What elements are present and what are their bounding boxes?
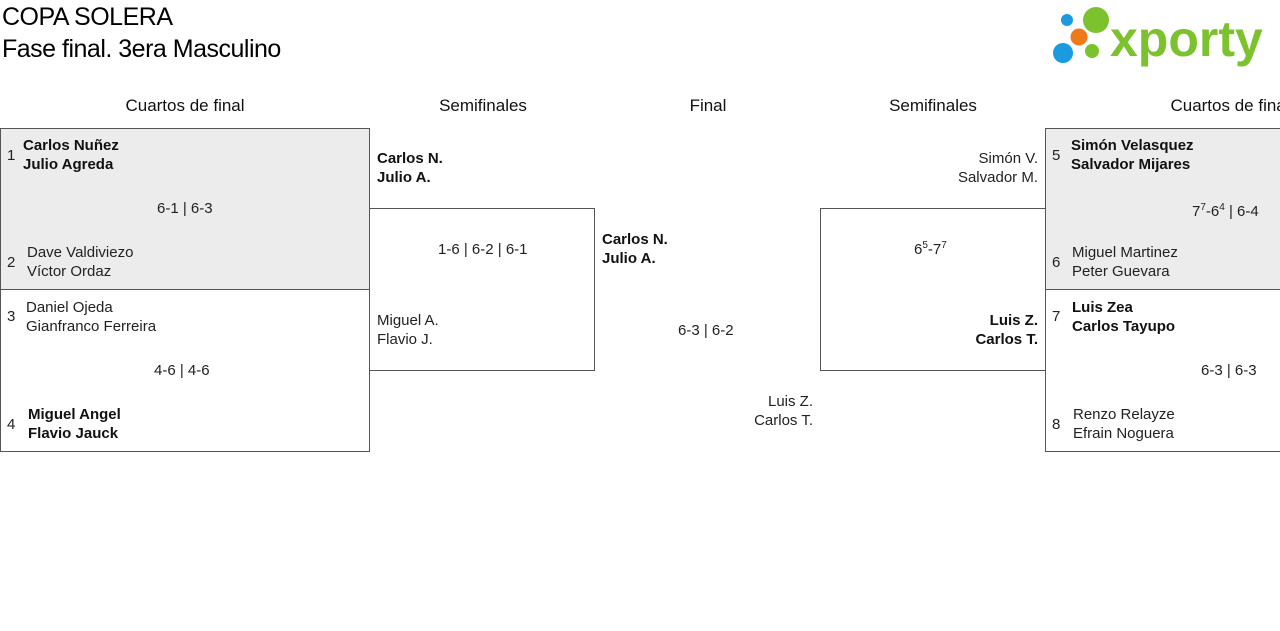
player-name: Carlos T. bbox=[754, 412, 813, 429]
player-name: Efrain Noguera bbox=[1073, 425, 1174, 442]
player-name: Miguel A. bbox=[377, 312, 439, 329]
player-name: Salvador Mijares bbox=[1071, 156, 1191, 173]
player-name: Peter Guevara bbox=[1072, 263, 1170, 280]
player-name: Miguel Martinez bbox=[1072, 244, 1178, 261]
player-name: Carlos T. bbox=[975, 331, 1038, 348]
round-heading-sf-right: Semifinales bbox=[889, 96, 977, 115]
player-name: Luis Z. bbox=[767, 393, 813, 410]
match-score: 6-3 | 6-3 bbox=[1201, 362, 1257, 379]
player-name: Salvador M. bbox=[957, 169, 1038, 186]
player-name: Julio A. bbox=[602, 250, 656, 267]
round-heading-qf-left: Cuartos de final bbox=[125, 96, 245, 115]
player-name: Miguel Angel bbox=[28, 406, 121, 423]
seed-number: 3 bbox=[7, 308, 16, 325]
match-score: 77-64 | 6-4 bbox=[1192, 202, 1259, 220]
player-name: Simón V. bbox=[978, 150, 1038, 167]
tournament-subtitle: Fase final. 3era Masculino bbox=[2, 35, 281, 63]
player-name: Daniel Ojeda bbox=[26, 299, 113, 316]
player-name: Simón Velasquez bbox=[1071, 137, 1194, 154]
player-name: Renzo Relayze bbox=[1073, 406, 1175, 423]
match-score: 6-1 | 6-3 bbox=[157, 200, 213, 217]
qf-match-1[interactable] bbox=[0, 128, 370, 290]
seed-number: 5 bbox=[1052, 147, 1061, 164]
seed-number: 2 bbox=[7, 254, 16, 271]
qf-match-4[interactable] bbox=[1045, 289, 1280, 452]
player-name: Víctor Ordaz bbox=[27, 263, 112, 280]
seed-number: 1 bbox=[7, 147, 16, 164]
final-score: 6-3 | 6-2 bbox=[678, 322, 734, 339]
round-heading-final: Final bbox=[689, 96, 727, 115]
player-name: Luis Z. bbox=[989, 312, 1038, 329]
seed-number: 7 bbox=[1052, 308, 1061, 325]
player-name: Carlos Tayupo bbox=[1072, 318, 1176, 335]
match-score: 1-6 | 6-2 | 6-1 bbox=[438, 241, 528, 258]
match-score: 65-77 bbox=[914, 240, 947, 258]
player-name: Dave Valdiviezo bbox=[27, 244, 134, 261]
round-heading-sf-left: Semifinales bbox=[439, 96, 527, 115]
sf-match-left[interactable] bbox=[369, 208, 595, 371]
player-name: Gianfranco Ferreira bbox=[26, 318, 157, 335]
svg-text:xporty: xporty bbox=[1110, 11, 1263, 67]
round-heading-qf-right: Cuartos de final bbox=[1170, 96, 1280, 115]
seed-number: 6 bbox=[1052, 254, 1061, 271]
seed-number: 4 bbox=[7, 416, 16, 433]
player-name: Luis Zea bbox=[1072, 299, 1133, 316]
player-name: Flavio J. bbox=[377, 331, 433, 348]
player-name: Carlos N. bbox=[602, 231, 668, 248]
player-name: Julio Agreda bbox=[23, 156, 114, 173]
match-score: 4-6 | 4-6 bbox=[154, 362, 210, 379]
player-name: Flavio Jauck bbox=[28, 425, 119, 442]
xporty-logo: xporty bbox=[1053, 7, 1263, 67]
player-name: Carlos N. bbox=[377, 150, 443, 167]
seed-number: 8 bbox=[1052, 416, 1061, 433]
tournament-title: COPA SOLERA bbox=[2, 3, 173, 31]
qf-match-3[interactable] bbox=[1045, 128, 1280, 290]
player-name: Carlos Nuñez bbox=[23, 137, 119, 154]
player-name: Julio A. bbox=[377, 169, 431, 186]
